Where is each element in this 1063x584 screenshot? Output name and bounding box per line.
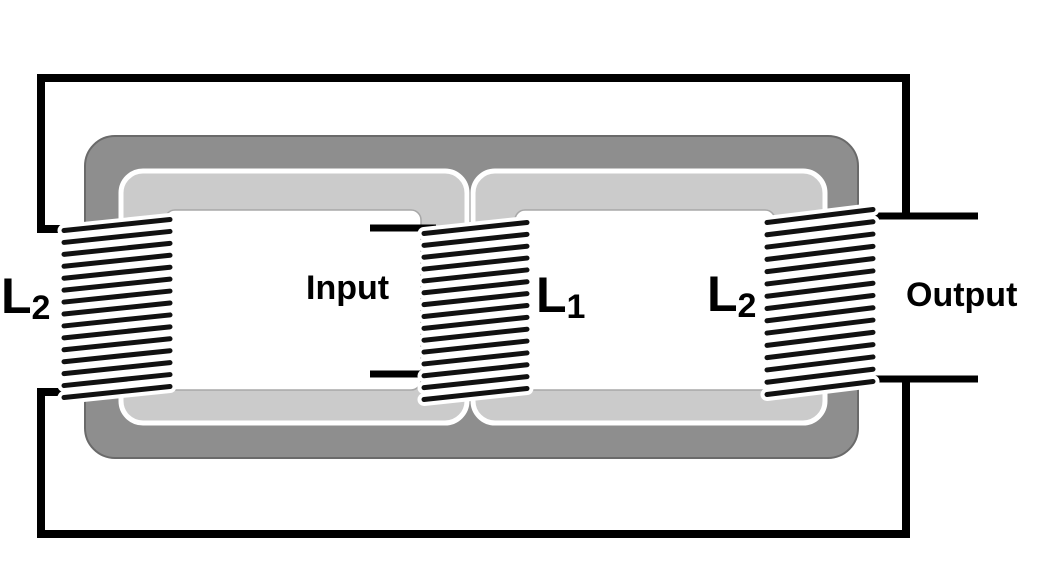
label-input: Input (306, 269, 389, 307)
coil-turn (61, 348, 173, 365)
coil-turn (764, 354, 876, 373)
coil-turn (61, 336, 173, 353)
coil-turn (61, 264, 173, 281)
coil-turn (421, 303, 530, 319)
coil-turn (421, 279, 530, 296)
coil-turn (61, 288, 173, 305)
coil-turn (61, 324, 173, 341)
coil-turn (421, 220, 530, 236)
coil-turn (421, 386, 530, 402)
coil-turn (421, 362, 530, 379)
coil-right-l2-winding (760, 203, 880, 401)
coil-turn (421, 350, 530, 367)
coil-turn (421, 291, 530, 308)
label-left-l2-sub: 2 (32, 289, 51, 327)
coil-turn (764, 317, 876, 336)
coil-turn (421, 374, 530, 391)
coil-turn (61, 252, 173, 269)
label-right-l2-main: L (707, 266, 738, 322)
coil-turn (764, 293, 876, 311)
label-left-l2: L2 (1, 268, 50, 327)
coil-turn (61, 312, 173, 329)
label-right-l2: L2 (707, 266, 756, 325)
coil-turn (61, 384, 173, 400)
coil-center-l1-winding (417, 216, 534, 406)
label-l1: L1 (536, 267, 585, 326)
coil-turn (421, 267, 530, 284)
coil-turn (764, 256, 876, 275)
output-leads (860, 212, 978, 383)
coil-turn (764, 268, 876, 287)
coil-turn (764, 305, 876, 324)
coil-turn (764, 243, 876, 262)
outer-wire-bottom (37, 379, 910, 538)
coil-turn (61, 217, 173, 233)
coil-turn (764, 329, 876, 348)
label-left-l2-main: L (1, 268, 32, 324)
coil-turn (61, 372, 173, 389)
coil-turn (421, 231, 530, 248)
coil-turn (764, 379, 876, 397)
coil-turn (764, 207, 876, 225)
coil-turn (764, 366, 876, 385)
coil-turn (61, 276, 173, 293)
coil-turn (421, 314, 530, 331)
coil-turn (421, 338, 530, 355)
coil-turn (421, 326, 530, 343)
outer-wires (37, 74, 910, 538)
coil-turn (764, 342, 876, 361)
coil-left-l2-winding (57, 213, 177, 404)
label-l1-main: L (536, 267, 567, 323)
coil-turn (61, 228, 173, 245)
label-right-l2-sub: 2 (738, 287, 757, 325)
coil-turn (61, 300, 173, 317)
coil-turn (764, 219, 876, 238)
coil-turn (421, 255, 530, 272)
coil-turn (764, 231, 876, 250)
label-l1-sub: 1 (567, 288, 586, 326)
label-output: Output (906, 276, 1017, 314)
coil-turn (61, 360, 173, 377)
coil-turn (61, 240, 173, 257)
coil-turn (764, 280, 876, 299)
coil-turn (421, 243, 530, 260)
outer-wire-top (37, 74, 910, 233)
